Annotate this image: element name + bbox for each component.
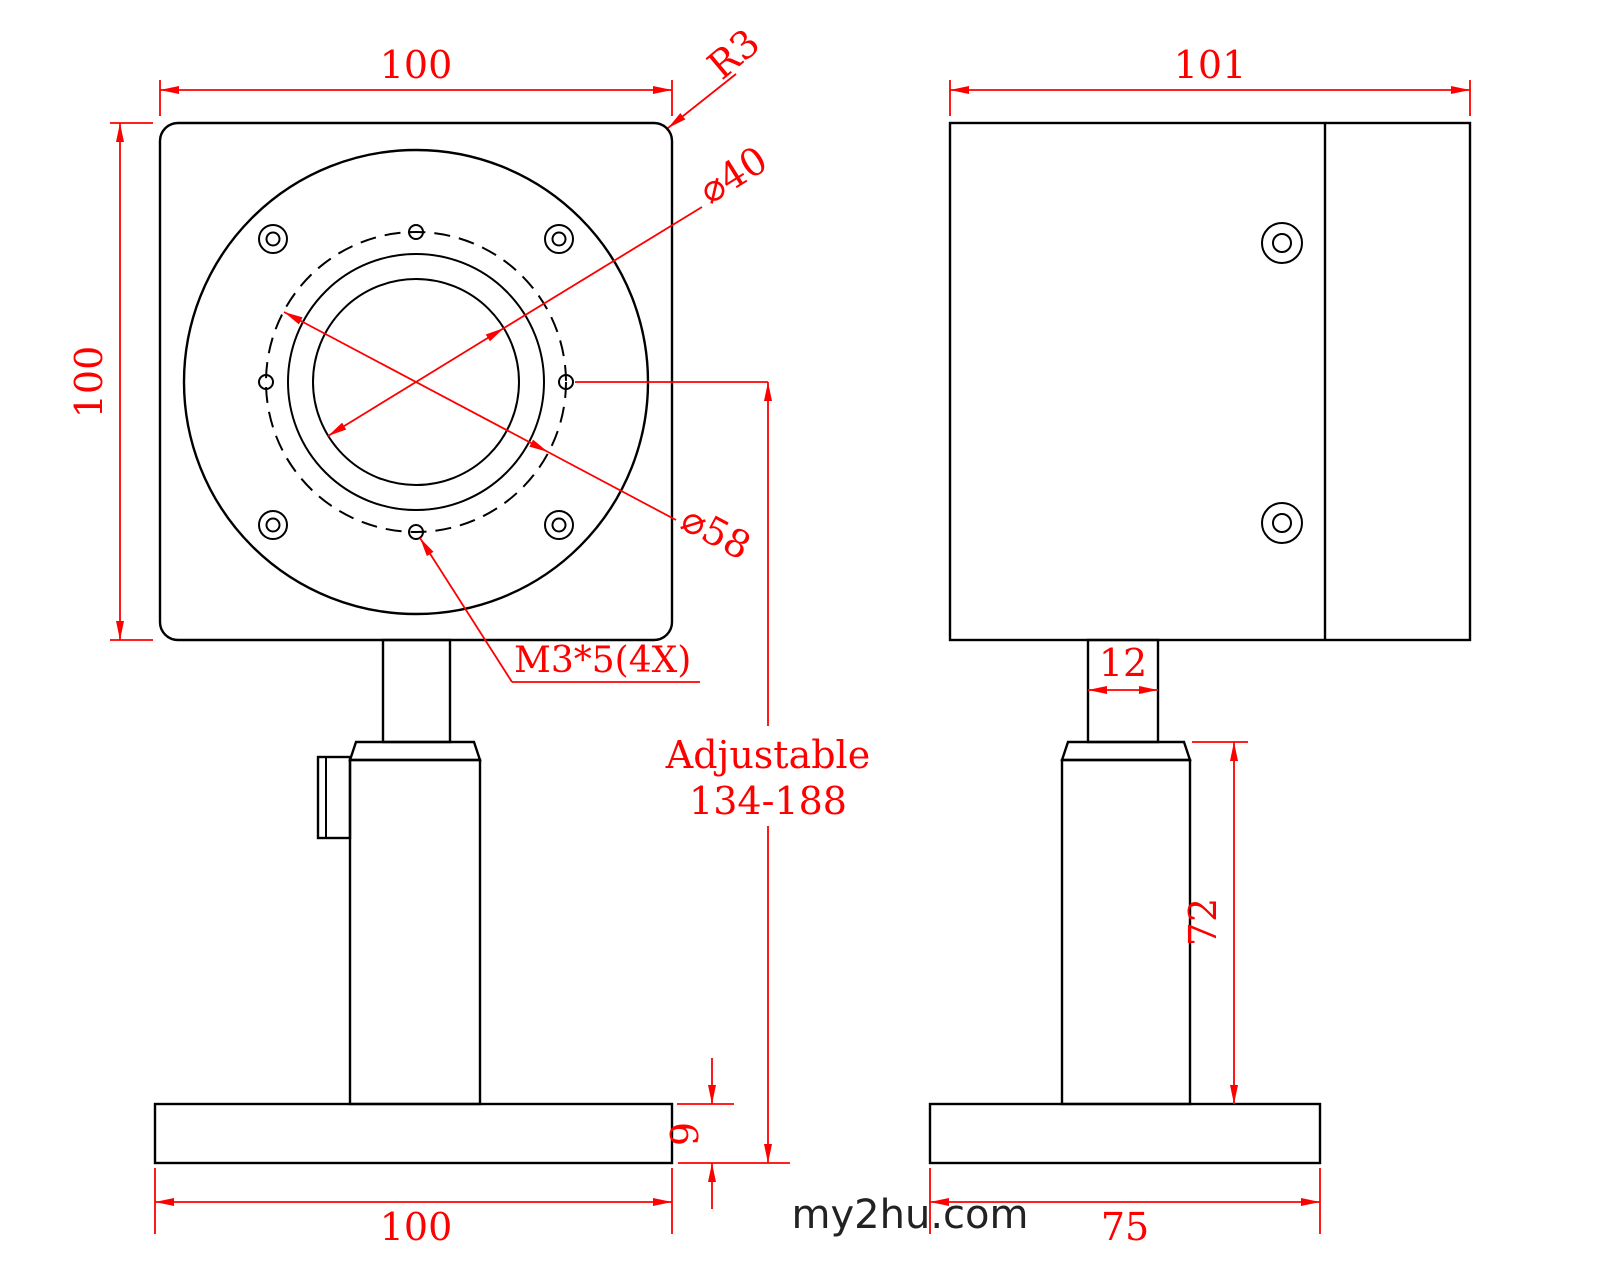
dim-bolt-circle-diameter: ⌀58	[283, 311, 758, 569]
base-thickness-label: 9	[663, 1122, 707, 1146]
dim-neck-width: 12	[1088, 641, 1158, 694]
leader-line	[667, 73, 737, 129]
side-view	[928, 121, 1472, 1165]
m3-hole	[558, 374, 574, 390]
m3-hole	[408, 524, 424, 540]
corner-screw-holes	[258, 224, 574, 540]
screw-hole	[258, 510, 288, 540]
side-post	[1060, 758, 1192, 1106]
screw-hole	[258, 224, 288, 254]
m3-hole	[408, 224, 424, 240]
leader-line	[503, 206, 703, 329]
front-neck	[381, 638, 452, 744]
adjustable-label: Adjustable	[665, 733, 870, 777]
dim-front-base-width: 100	[154, 1168, 673, 1249]
dim-post-height: 72	[1181, 741, 1248, 1104]
dim-corner-radius: R3	[667, 20, 768, 129]
m3-holes	[258, 224, 574, 540]
bolt-circle-diameter-label: ⌀58	[674, 496, 758, 568]
front-height-label: 100	[67, 346, 111, 419]
screw-hole	[265, 231, 281, 247]
side-top-width-label: 101	[1174, 43, 1247, 87]
front-base	[153, 1102, 674, 1165]
leader-line	[547, 451, 677, 521]
dim-line	[283, 311, 549, 453]
adjustable-range-label: 134-188	[689, 779, 847, 823]
dim-front-top-width: 100	[159, 43, 673, 116]
side-screw-hole	[1272, 233, 1292, 253]
side-screw-hole	[1272, 513, 1292, 533]
front-post	[348, 758, 482, 1106]
screw-hole	[551, 517, 567, 533]
dim-front-height: 100	[67, 122, 153, 641]
dim-mounting-holes: M3*5(4X)	[419, 537, 700, 683]
post-height-label: 72	[1181, 898, 1225, 946]
front-view	[153, 121, 674, 1165]
dim-adjustable-height: Adjustable 134-188	[575, 381, 870, 1164]
aperture-diameter-label: ⌀40	[691, 137, 775, 212]
dim-aperture-diameter: ⌀40	[327, 137, 775, 437]
screw-hole	[544, 510, 574, 540]
side-screw-hole	[1261, 222, 1303, 264]
corner-radius-label: R3	[699, 20, 768, 88]
front-base-width-label: 100	[380, 1205, 453, 1249]
screw-hole	[551, 231, 567, 247]
front-post-collar	[348, 740, 482, 762]
post-knob	[316, 755, 352, 840]
bolt-circle	[265, 231, 567, 533]
side-screw-hole	[1261, 502, 1303, 544]
neck-width-label: 12	[1099, 641, 1147, 685]
screw-hole	[265, 517, 281, 533]
screw-hole	[544, 224, 574, 254]
side-base	[928, 1102, 1322, 1165]
watermark-text: my2hu.com	[792, 1192, 1029, 1238]
leader-line	[419, 537, 513, 683]
front-top-width-label: 100	[380, 43, 453, 87]
side-body	[948, 121, 1472, 642]
dim-side-base-width: 75	[929, 1168, 1321, 1249]
side-base-width-label: 75	[1101, 1205, 1149, 1249]
dim-base-thickness: 9	[663, 1058, 734, 1209]
side-post-collar	[1060, 740, 1192, 762]
dim-side-top-width: 101	[949, 43, 1471, 116]
m3-hole	[258, 374, 274, 390]
mounting-holes-label: M3*5(4X)	[514, 640, 691, 681]
